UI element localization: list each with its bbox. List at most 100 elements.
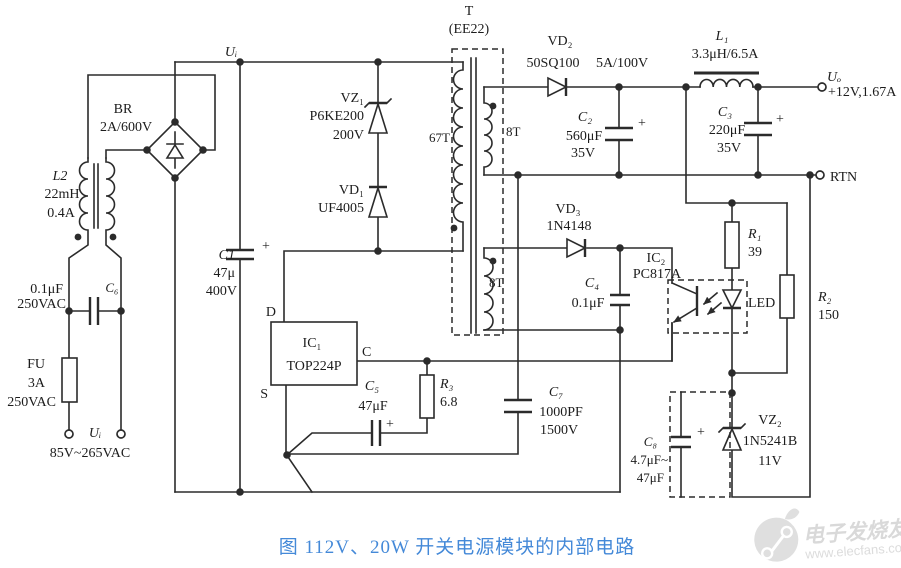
source-node-dot: [283, 451, 291, 459]
r3-value: 6.8: [440, 395, 458, 410]
c3-value: 220μF: [709, 123, 746, 138]
uo-label: Uₒ: [827, 70, 841, 85]
snubber-cap-c7: C₇ 1000PF 1500V: [504, 385, 583, 438]
xcap-voltage: 250VAC: [17, 297, 66, 312]
junction-dot: [374, 247, 382, 255]
transformer: T (EE22) 67T 8T 8T: [429, 4, 521, 336]
resistor-r3: R₃ 6.8: [419, 357, 458, 419]
c3-name: C₃: [718, 105, 732, 120]
c8-name: C₈: [644, 434, 658, 449]
c2-plus: +: [638, 116, 646, 131]
junction-dot: [514, 171, 522, 179]
transformer-core: (EE22): [449, 22, 490, 37]
vd2-rating: 5A/100V: [596, 56, 648, 71]
c5-name: C₅: [365, 379, 379, 394]
xcap-value: 0.1μF: [30, 282, 63, 297]
c1-plus: +: [262, 239, 270, 254]
feedback-led: LED: [721, 289, 775, 311]
output-cap-c2: + C₂ 560μF 35V: [566, 83, 646, 179]
primary-turns: 67T: [429, 130, 450, 145]
choke-name: L2: [52, 169, 68, 184]
bridge-rectifier: BR 2A/600V: [100, 102, 207, 182]
resistor-r1: R₁ 39: [724, 199, 762, 269]
c1-name: C1: [219, 248, 235, 263]
vz2-voltage: 11V: [758, 454, 782, 469]
rtn-label: RTN: [830, 170, 857, 185]
r1-name: R₁: [747, 227, 761, 242]
c7-voltage: 1500V: [540, 423, 578, 438]
c2-value: 560μF: [566, 129, 603, 144]
r1-value: 39: [748, 245, 762, 260]
c1-voltage: 400V: [206, 284, 237, 299]
ac-input-terminals: Uᵢ 85V~265VAC: [50, 426, 130, 461]
output-rectifier: VD₂ 50SQ100 5A/100V: [527, 34, 648, 98]
watermark-site: www.elecfans.com: [804, 539, 901, 562]
choke-inductance: 22mH: [45, 187, 80, 202]
fuse: FU 3A 250VAC: [7, 357, 78, 410]
ac-input-name: Uᵢ: [89, 426, 101, 441]
primary-polarity-dot: [450, 224, 458, 232]
c2-voltage: 35V: [571, 146, 595, 161]
bulk-capacitor: + C1 47μ 400V: [206, 239, 270, 299]
junction-dot: [236, 488, 244, 496]
r2-name: R₂: [817, 290, 832, 305]
c5-plus: +: [386, 417, 394, 432]
c3-voltage: 35V: [717, 141, 741, 156]
output-terminal: Uₒ +12V,1.67A: [817, 70, 897, 100]
c7-name: C₇: [549, 385, 563, 400]
control-cap-c5: + C₅ 47μF: [358, 379, 394, 446]
vz2-name: VZ₂: [758, 413, 782, 428]
vd1-part: UF4005: [318, 201, 364, 216]
vd2-part: 50SQ100: [527, 56, 580, 71]
bias-turns: 8T: [489, 275, 504, 290]
feedback-tap-dot: [682, 83, 690, 91]
ic1-pin-s: S: [260, 387, 268, 402]
led-label: LED: [748, 296, 775, 311]
vz2-part: 1N5241B: [743, 434, 797, 449]
ic1-name: IC₁: [303, 336, 322, 351]
vz1-part: P6KE200: [310, 109, 364, 124]
controller-ic1: IC₁ TOP224P D C S: [260, 305, 371, 402]
clamp-tvs-vz1: VZ₁ P6KE200 200V: [310, 91, 393, 143]
vd3-name: VD₃: [555, 202, 580, 217]
ic1-pin-c: C: [362, 345, 371, 360]
figure-caption: 图 112V、20W 开关电源模块的内部电路: [279, 536, 636, 558]
fuse-name: FU: [27, 357, 45, 372]
vd2-name: VD₂: [547, 34, 572, 49]
c8-value: 4.7μF~: [631, 452, 668, 467]
ui-node-label: Uᵢ: [225, 45, 237, 60]
vz1-name: VZ₁: [340, 91, 364, 106]
vd1-name: VD₁: [339, 183, 364, 198]
ui-node: Uᵢ: [225, 45, 244, 66]
bias-polarity-dot: [489, 257, 497, 265]
c2-name: C₂: [578, 110, 592, 125]
output-inductor: L₁ 3.3μH/6.5A: [692, 29, 760, 88]
l1-name: L₁: [715, 29, 729, 44]
ic1-part: TOP224P: [287, 359, 342, 374]
choke-polarity-dot: [74, 233, 82, 241]
zener-vz2: VZ₂ 1N5241B 11V: [717, 369, 797, 469]
bridge-rating: 2A/600V: [100, 120, 152, 135]
choke-polarity-dot: [109, 233, 117, 241]
ic2-name: IC₂: [647, 251, 666, 266]
ic1-pin-d: D: [266, 305, 276, 320]
c1-value: 47μ: [213, 266, 235, 281]
secondary-turns: 8T: [506, 124, 521, 139]
c4-name: C₄: [585, 276, 599, 291]
uo-rating: +12V,1.67A: [828, 85, 897, 100]
c5-value: 47μF: [358, 399, 388, 414]
soft-start-cap-c8: + C₈ 4.7μF~ 47μF: [631, 391, 731, 498]
bridge-name: BR: [114, 102, 133, 117]
output-cap-c3: + C₃ 220μF 35V: [709, 83, 784, 179]
c8-plus: +: [697, 425, 705, 440]
l1-value: 3.3μH/6.5A: [692, 47, 760, 62]
transformer-name: T: [465, 4, 474, 19]
secondary-polarity-dot: [489, 102, 497, 110]
clamp-diode-vd1: VD₁ UF4005: [318, 183, 389, 218]
r3-name: R₃: [439, 377, 454, 392]
r2-value: 150: [818, 308, 839, 323]
rtn-terminal: RTN: [806, 170, 857, 185]
elecfans-logo-icon: [754, 508, 800, 562]
